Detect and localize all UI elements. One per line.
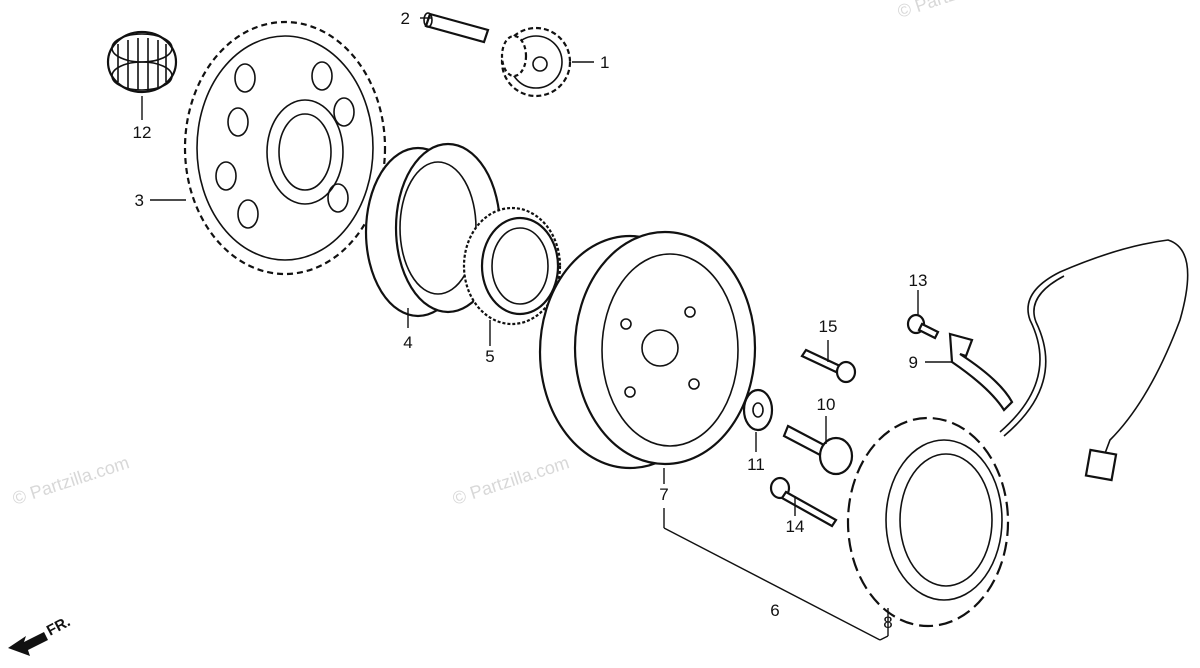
callout-labels: 2 1 3 12 4 5 7 6 8 11 10 15 14 13 9	[133, 9, 928, 632]
callout-14[interactable]: 14	[786, 517, 805, 536]
callout-1[interactable]: 1	[600, 53, 609, 72]
leader-lines	[141, 17, 952, 641]
callout-8[interactable]: 8	[883, 613, 892, 632]
part-shaft-pin[interactable]	[423, 12, 490, 44]
watermark: © Partzilla.com	[450, 452, 572, 509]
watermark: © Partzilla.com	[895, 0, 1017, 22]
callout-13[interactable]: 13	[909, 271, 928, 290]
watermark: © Partzilla.com	[10, 452, 132, 509]
callout-10[interactable]: 10	[817, 395, 836, 414]
part-bolt-13[interactable]	[906, 313, 940, 340]
callout-7[interactable]: 7	[659, 485, 668, 504]
arrow-icon	[8, 632, 48, 656]
callout-12[interactable]: 12	[133, 123, 152, 142]
callout-2[interactable]: 2	[401, 9, 410, 28]
part-starter-driven-gear[interactable]	[183, 20, 387, 276]
callout-5[interactable]: 5	[485, 347, 494, 366]
callout-6[interactable]: 6	[770, 601, 779, 620]
callout-15[interactable]: 15	[819, 317, 838, 336]
part-flywheel[interactable]	[538, 230, 757, 470]
callout-3[interactable]: 3	[135, 191, 144, 210]
callout-9[interactable]: 9	[909, 353, 918, 372]
part-flywheel-bolt[interactable]	[782, 424, 854, 476]
part-one-way-clutch[interactable]	[462, 206, 562, 326]
front-marker-label: FR.	[44, 613, 73, 639]
part-washer[interactable]	[742, 388, 774, 432]
callout-4[interactable]: 4	[403, 333, 412, 352]
front-direction-marker: FR.	[8, 613, 73, 656]
part-stator[interactable]	[846, 239, 1189, 628]
part-screw-15[interactable]	[800, 348, 857, 384]
callout-11[interactable]: 11	[747, 455, 765, 474]
part-idle-gear[interactable]	[500, 26, 572, 98]
part-wire-clamp[interactable]	[948, 332, 1014, 412]
part-needle-bearing[interactable]	[106, 30, 178, 94]
